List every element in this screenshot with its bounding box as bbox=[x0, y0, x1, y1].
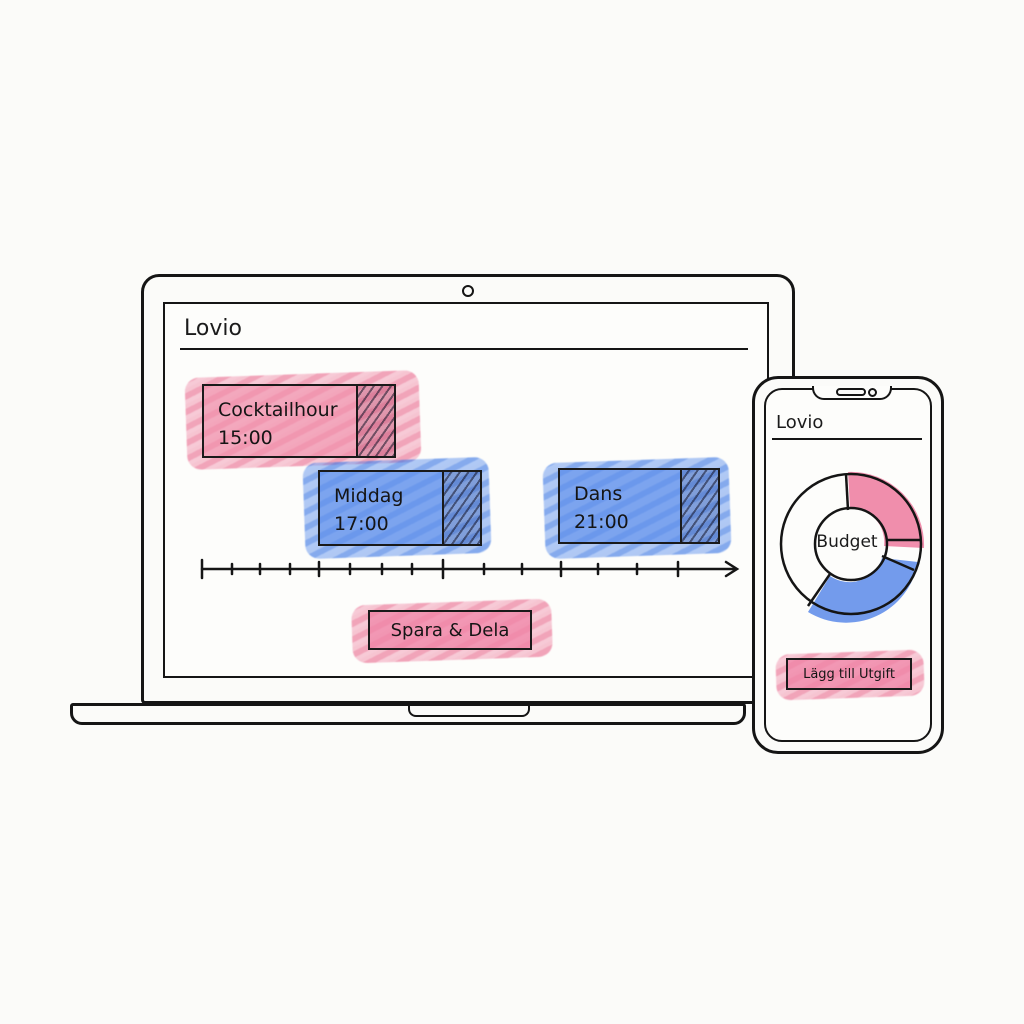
camera-icon bbox=[868, 388, 877, 397]
phone-title-divider bbox=[772, 438, 922, 440]
event-name: Dans bbox=[574, 483, 623, 505]
add-expense-button[interactable]: Lägg till Utgift bbox=[786, 658, 912, 690]
laptop-base bbox=[70, 703, 746, 725]
resize-handle[interactable] bbox=[680, 470, 718, 542]
resize-handle[interactable] bbox=[356, 386, 394, 456]
budget-donut-chart[interactable] bbox=[772, 466, 930, 628]
event-time: 17:00 bbox=[334, 513, 389, 535]
event-card-dans[interactable]: Dans 21:00 bbox=[558, 468, 720, 544]
resize-handle[interactable] bbox=[442, 472, 480, 544]
event-card-body: Dans 21:00 bbox=[560, 470, 680, 542]
webcam-icon bbox=[462, 285, 474, 297]
arrow-right-icon bbox=[724, 560, 740, 578]
speaker-icon bbox=[836, 388, 866, 396]
budget-segment-pink bbox=[848, 471, 925, 548]
event-time: 15:00 bbox=[218, 427, 273, 449]
event-card-middag[interactable]: Middag 17:00 bbox=[318, 470, 482, 546]
event-card-cocktailhour[interactable]: Cocktailhour 15:00 bbox=[202, 384, 396, 458]
event-name: Middag bbox=[334, 485, 404, 507]
budget-segment-blue bbox=[808, 558, 918, 623]
save-share-button[interactable]: Spara & Dela bbox=[368, 610, 532, 650]
event-name: Cocktailhour bbox=[218, 399, 338, 421]
event-card-body: Cocktailhour 15:00 bbox=[204, 386, 356, 456]
trackpad-notch bbox=[408, 705, 530, 717]
event-card-body: Middag 17:00 bbox=[320, 472, 442, 544]
laptop-app-title: Lovio bbox=[184, 316, 242, 341]
laptop-title-divider bbox=[180, 348, 748, 350]
timeline-axis bbox=[196, 556, 744, 582]
event-time: 21:00 bbox=[574, 511, 629, 533]
phone-app-title: Lovio bbox=[776, 412, 824, 433]
budget-label: Budget bbox=[816, 532, 878, 552]
